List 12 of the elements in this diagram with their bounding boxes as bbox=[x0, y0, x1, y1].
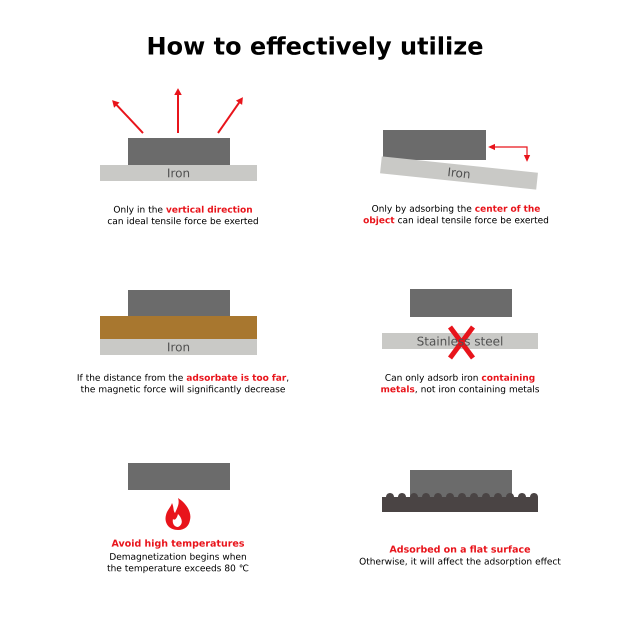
caption: Can only adsorb iron containing metals, not iron containing metals bbox=[381, 374, 540, 394]
plate: Iron bbox=[380, 156, 538, 190]
caption: Adsorbed on a flat surface bbox=[389, 545, 530, 553]
caption: Otherwise, it will affect the adsorption effect bbox=[360, 558, 561, 566]
plate: Iron bbox=[100, 339, 257, 355]
title: How to effectively utilize bbox=[148, 36, 482, 60]
caption: Only in the vertical direction can ideal tensile force be exerted bbox=[108, 206, 258, 224]
caption: If the distance from the adsorbate is too far, the magnetic force will significantly decrease bbox=[78, 374, 288, 394]
caption: Demagnetization begins when the temperature exceeds 80 ℃ bbox=[107, 552, 248, 574]
plate: Iron bbox=[100, 165, 257, 181]
caption: Avoid high temperatures bbox=[112, 539, 244, 549]
caption: Only by adsorbing the center of the object can ideal tensile force be exerted bbox=[364, 204, 548, 226]
